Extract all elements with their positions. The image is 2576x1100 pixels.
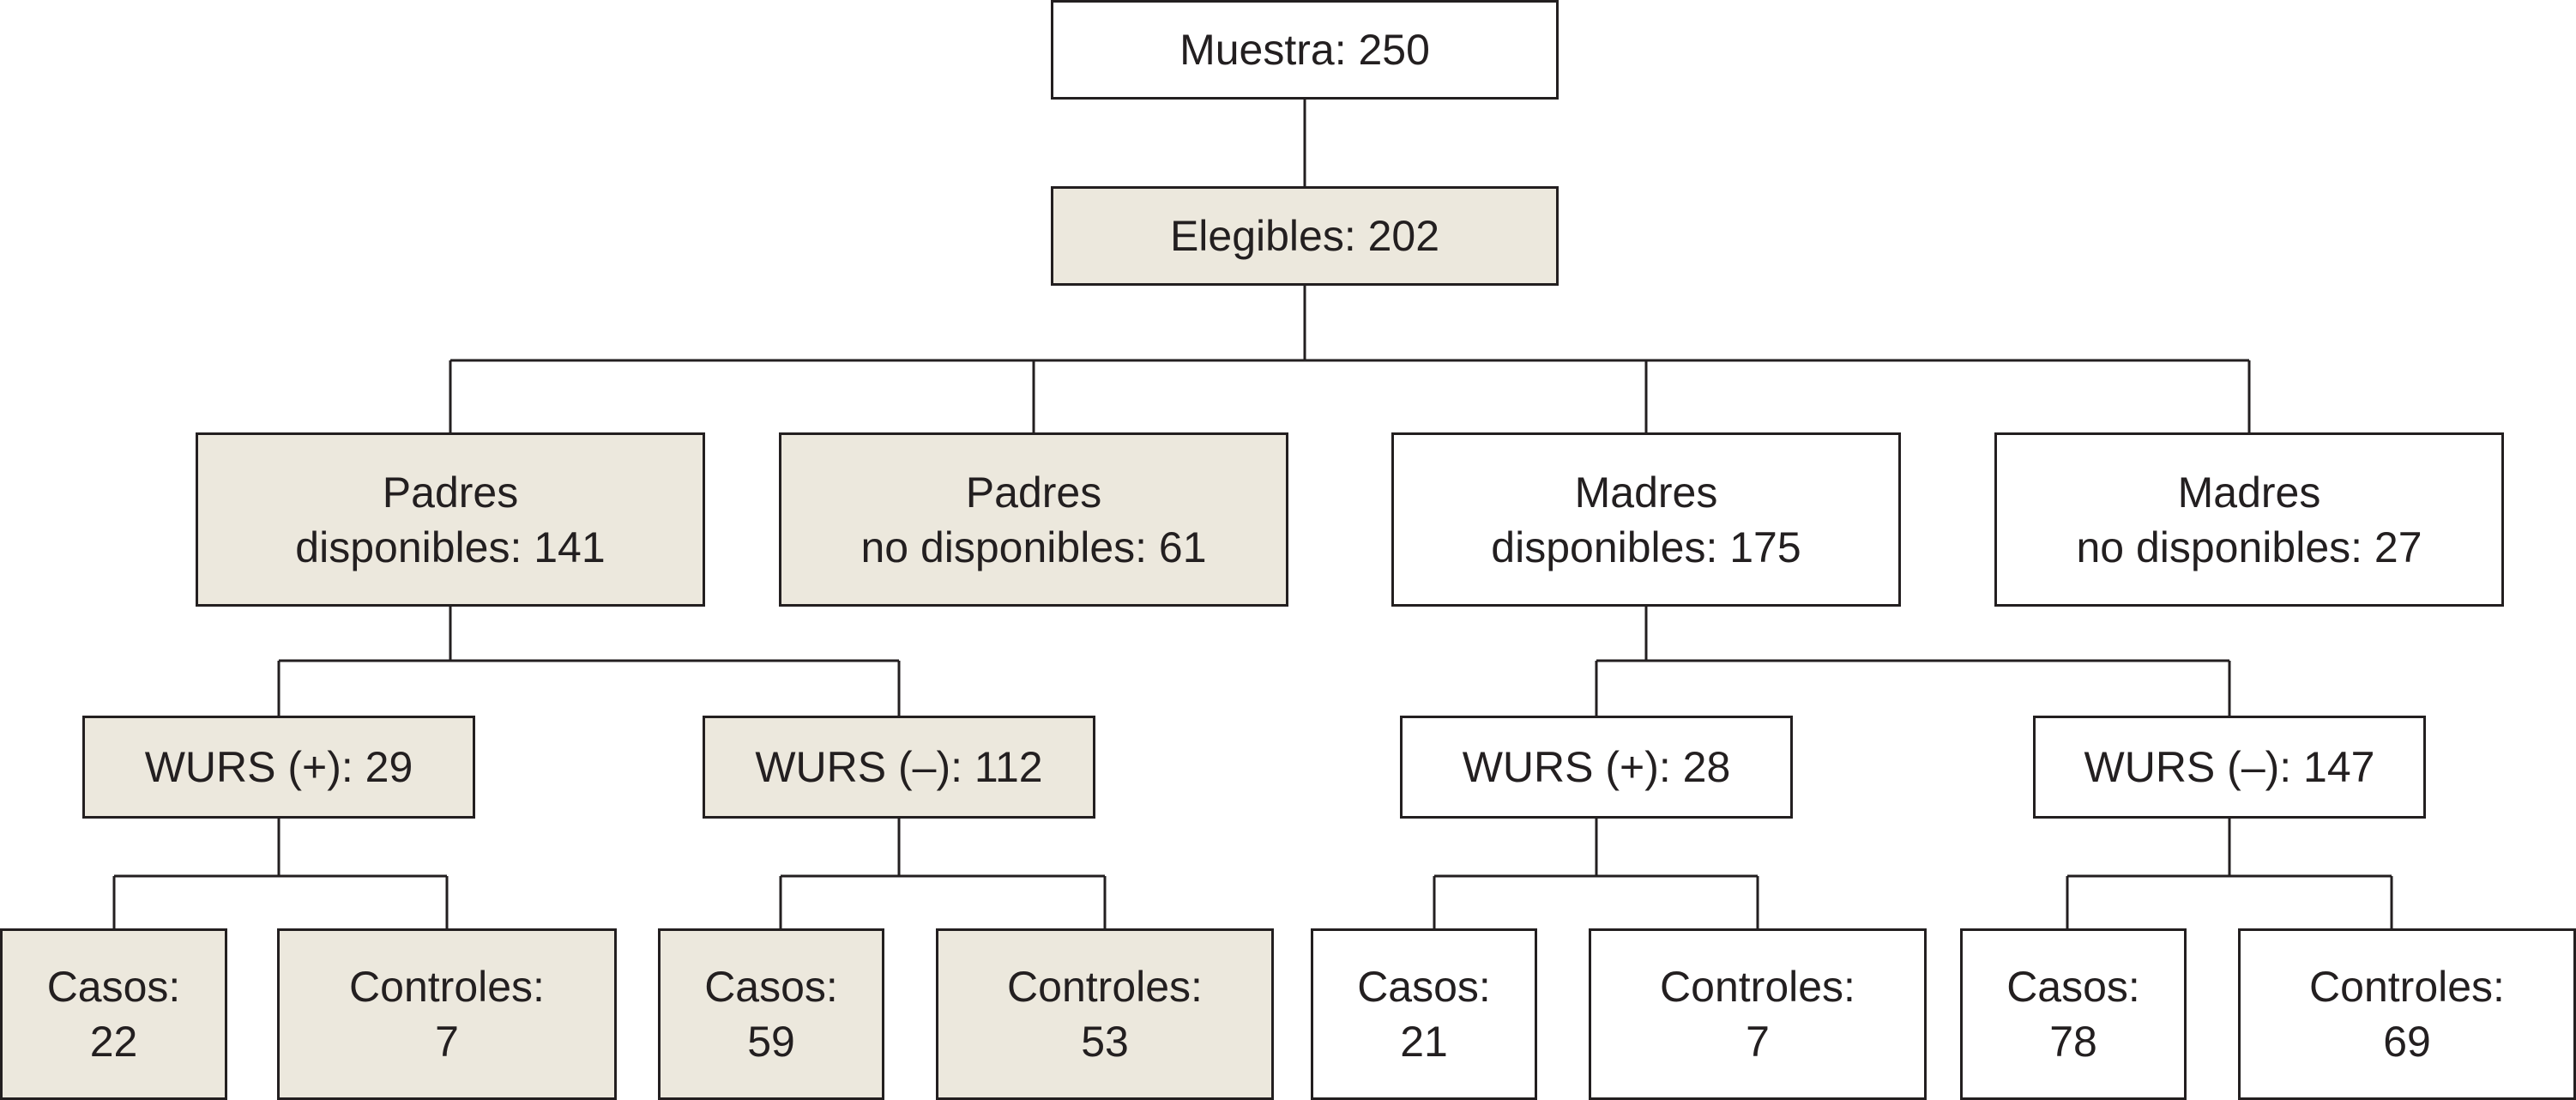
madres-disponibles-count: disponibles: 175: [1491, 523, 1801, 571]
padres-neg-controles-box: Controles: 53: [936, 928, 1274, 1100]
madres-neg-casos-box: Casos: 78: [1960, 928, 2187, 1100]
padres-disponibles-count: disponibles: 141: [295, 523, 606, 571]
padres-neg-casos-box: Casos: 59: [658, 928, 884, 1100]
leaf-value: 53: [1081, 1018, 1129, 1066]
madres-wurs-neg-box: WURS (–): 147: [2033, 716, 2426, 819]
madres-wurs-pos-label: WURS (+): 28: [1462, 743, 1731, 791]
leaf-label: Casos:: [704, 963, 838, 1011]
padres-wurs-pos-box: WURS (+): 29: [82, 716, 475, 819]
connector-padres-neg-leaves: [779, 818, 1107, 929]
padres-wurs-neg-label: WURS (–): 112: [755, 743, 1043, 791]
leaf-value: 78: [2049, 1018, 2097, 1066]
madres-disponibles-box: Madres disponibles: 175: [1391, 432, 1901, 607]
leaf-label: Casos:: [46, 963, 181, 1011]
leaf-label: Controles:: [2309, 963, 2505, 1011]
leaf-value: 59: [747, 1018, 795, 1066]
madres-no-disponibles-box: Madres no disponibles: 27: [1994, 432, 2504, 607]
connector-padres-pos-leaves: [112, 818, 449, 929]
padres-no-disponibles-count: no disponibles: 61: [860, 523, 1207, 571]
padres-wurs-pos-label: WURS (+): 29: [144, 743, 413, 791]
padres-wurs-neg-box: WURS (–): 112: [703, 716, 1095, 819]
leaf-label: Controles:: [1660, 963, 1855, 1011]
madres-pos-casos-box: Casos: 21: [1311, 928, 1537, 1100]
madres-wurs-neg-label: WURS (–): 147: [2084, 743, 2375, 791]
madres-no-disponibles-title: Madres: [2177, 468, 2321, 517]
madres-neg-controles-box: Controles: 69: [2238, 928, 2576, 1100]
padres-pos-controles-box: Controles: 7: [277, 928, 617, 1100]
leaf-value: 21: [1400, 1018, 1448, 1066]
padres-no-disponibles-box: Padres no disponibles: 61: [779, 432, 1288, 607]
connector-padres-wurs: [277, 606, 901, 716]
padres-disponibles-box: Padres disponibles: 141: [196, 432, 705, 607]
leaf-value: 7: [1746, 1018, 1770, 1066]
connector-madres-wurs: [1595, 606, 2231, 716]
connector-eligible-groups: [449, 285, 2251, 433]
padres-pos-casos-box: Casos: 22: [0, 928, 227, 1100]
eligible-label: Elegibles: 202: [1169, 212, 1440, 260]
madres-wurs-pos-box: WURS (+): 28: [1400, 716, 1793, 819]
padres-disponibles-title: Padres: [382, 468, 519, 517]
madres-no-disponibles-count: no disponibles: 27: [2076, 523, 2422, 571]
leaf-value: 22: [89, 1018, 138, 1066]
leaf-value: 7: [435, 1018, 459, 1066]
madres-disponibles-title: Madres: [1574, 468, 1718, 517]
sample-label: Muestra: 250: [1179, 26, 1430, 74]
leaf-label: Controles:: [349, 963, 545, 1011]
leaf-label: Controles:: [1007, 963, 1203, 1011]
madres-pos-controles-box: Controles: 7: [1589, 928, 1927, 1100]
connector-madres-neg-leaves: [2066, 818, 2393, 929]
sample-box: Muestra: 250: [1051, 0, 1559, 100]
leaf-label: Casos:: [1357, 963, 1491, 1011]
eligible-box: Elegibles: 202: [1051, 186, 1559, 286]
leaf-label: Casos:: [2006, 963, 2140, 1011]
leaf-value: 69: [2383, 1018, 2431, 1066]
padres-no-disponibles-title: Padres: [965, 468, 1102, 517]
connector-madres-pos-leaves: [1433, 818, 1759, 929]
